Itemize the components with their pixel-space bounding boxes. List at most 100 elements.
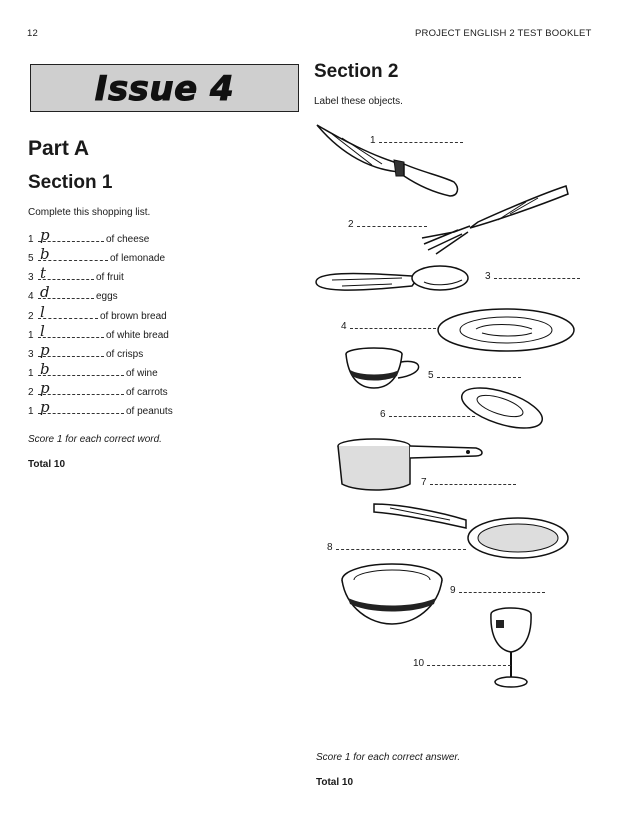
item-text: of cheese — [106, 234, 150, 245]
object-label-number: 1 — [370, 135, 376, 146]
answer-line[interactable] — [493, 270, 580, 279]
booklet-title: PROJECT ENGLISH 2 TEST BOOKLET — [415, 28, 592, 39]
item-quantity: 2 — [28, 387, 34, 398]
wine-glass-icon — [490, 607, 532, 688]
handwritten-letter: d — [40, 283, 50, 301]
section2-title: Section 2 — [314, 61, 399, 82]
item-text: of white bread — [106, 330, 169, 341]
frying-pan-icon — [373, 503, 569, 559]
item-quantity: 2 — [28, 311, 34, 322]
section2-total: Total 10 — [316, 777, 354, 788]
answer-line[interactable] — [356, 218, 427, 227]
item-text: of crisps — [106, 349, 144, 360]
part-a-title: Part A — [28, 137, 90, 160]
object-label-5: 5 — [428, 369, 521, 381]
object-label-1: 1 — [370, 134, 463, 146]
object-label-number: 6 — [380, 409, 386, 420]
handwritten-letter: b — [40, 360, 50, 378]
object-label-number: 4 — [341, 321, 347, 332]
handwritten-letter: l — [40, 303, 45, 321]
object-label-8: 8 — [327, 541, 466, 553]
object-label-3: 3 — [485, 270, 580, 282]
object-label-9: 9 — [450, 584, 545, 596]
answer-blank[interactable]: p — [38, 398, 124, 416]
section1-total: Total 10 — [28, 459, 66, 470]
saucer-icon — [461, 387, 543, 429]
item-quantity: 3 — [28, 272, 34, 283]
answer-blank[interactable]: b — [38, 360, 124, 378]
item-text: eggs — [96, 291, 118, 302]
plate-icon — [437, 308, 575, 352]
object-label-number: 5 — [428, 370, 434, 381]
object-label-number: 10 — [413, 658, 425, 669]
object-label-number: 9 — [450, 585, 456, 596]
spoon-icon — [315, 265, 469, 291]
item-text: of brown bread — [100, 311, 167, 322]
answer-line[interactable] — [388, 408, 475, 417]
object-label-7: 7 — [421, 476, 516, 488]
item-text: of carrots — [126, 387, 168, 398]
object-label-2: 2 — [348, 218, 427, 230]
object-label-number: 8 — [327, 542, 333, 553]
answer-line[interactable] — [458, 584, 545, 593]
object-label-number: 7 — [421, 477, 427, 488]
object-label-4: 4 — [341, 320, 436, 332]
answer-blank[interactable]: l — [38, 324, 104, 339]
handwritten-letter: p — [40, 398, 50, 416]
bowl-icon — [341, 563, 443, 625]
answer-line[interactable] — [335, 541, 466, 550]
item-quantity: 1 — [28, 330, 34, 341]
object-label-6: 6 — [380, 408, 475, 420]
cup-icon — [345, 347, 420, 389]
answer-blank[interactable]: p — [38, 341, 104, 359]
answer-blank[interactable]: p — [38, 226, 104, 244]
answer-line[interactable] — [378, 134, 463, 143]
handwritten-letter: t — [40, 264, 47, 282]
item-quantity: 1 — [28, 234, 34, 245]
item-quantity: 1 — [28, 406, 34, 417]
object-label-number: 3 — [485, 271, 491, 282]
answer-line[interactable] — [349, 320, 436, 329]
answer-line[interactable] — [436, 369, 521, 378]
item-quantity: 1 — [28, 368, 34, 379]
answer-line[interactable] — [429, 476, 516, 485]
handwritten-letter: p — [40, 226, 50, 244]
object-label-10: 10 — [413, 657, 512, 669]
page-number: 12 — [27, 28, 38, 39]
section1-instruction: Complete this shopping list. — [28, 207, 151, 218]
issue-banner: Issue 4 — [30, 64, 299, 112]
object-label-number: 2 — [348, 219, 354, 230]
answer-blank[interactable]: d — [38, 283, 94, 301]
section2-instruction: Label these objects. — [314, 96, 403, 107]
item-text: of fruit — [96, 272, 124, 283]
handwritten-letter: b — [40, 245, 50, 263]
item-text: of peanuts — [126, 406, 173, 417]
section1-score-note: Score 1 for each correct word. — [28, 434, 162, 445]
item-quantity: 3 — [28, 349, 34, 360]
item-quantity: 4 — [28, 291, 34, 302]
handwritten-letter: p — [40, 379, 50, 397]
handwritten-letter: p — [40, 341, 50, 359]
answer-line[interactable] — [427, 657, 512, 666]
issue-title: Issue 4 — [94, 69, 235, 110]
answer-blank[interactable]: p — [38, 379, 124, 397]
saucepan-icon — [337, 438, 483, 491]
answer-blank[interactable]: l — [38, 303, 98, 321]
section2-score-note: Score 1 for each correct answer. — [316, 752, 461, 763]
item-text: of lemonade — [110, 253, 166, 264]
item-quantity: 5 — [28, 253, 34, 264]
answer-blank[interactable]: b — [38, 245, 108, 263]
item-text: of wine — [126, 368, 158, 379]
knife-icon — [316, 124, 459, 197]
answer-blank[interactable]: t — [38, 264, 94, 282]
